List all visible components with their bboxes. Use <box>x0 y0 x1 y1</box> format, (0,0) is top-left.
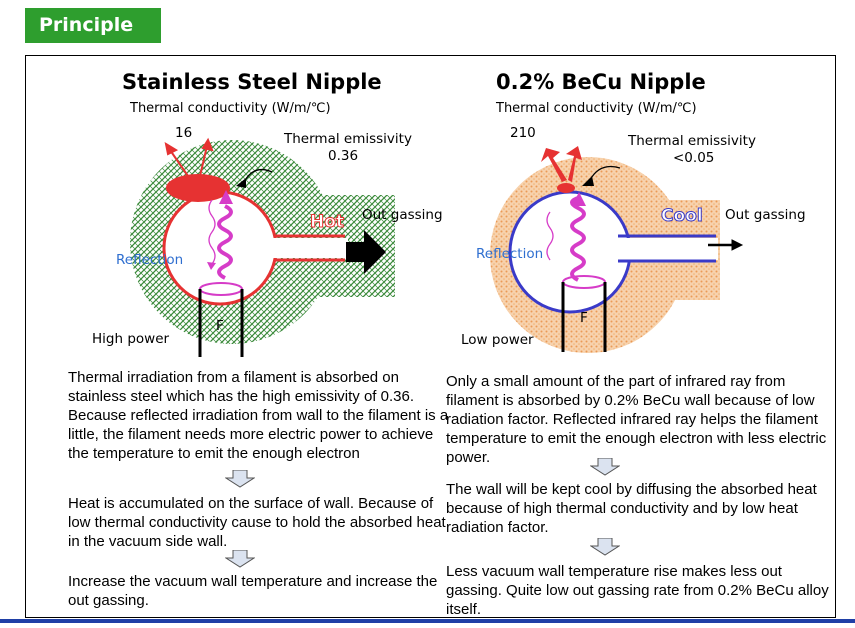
principle-badge: Principle <box>25 8 161 43</box>
steel-hot-spot <box>166 174 230 202</box>
steel-emissivity-value: 0.36 <box>328 148 359 164</box>
steel-outgassing-label: Out gassing <box>362 207 443 223</box>
steel-emission-arrows <box>164 137 214 177</box>
becu-outgassing-arrow <box>708 239 744 251</box>
becu-emission-arrows <box>541 146 582 182</box>
becu-chamber <box>508 190 718 314</box>
becu-nipple-diagram <box>490 146 744 353</box>
steel-power-label: High power <box>92 331 170 347</box>
becu-emissivity-label: Thermal emissivity <box>628 133 756 149</box>
becu-wall-outline <box>618 234 716 263</box>
becu-reflection-label: Reflection <box>476 246 544 262</box>
steel-paragraph-1: Thermal irradiation from a filament is a… <box>68 369 449 462</box>
steel-emissivity-label: Thermal emissivity <box>284 131 412 147</box>
becu-down-arrow-2 <box>590 538 620 556</box>
steel-reflection-wave <box>208 199 216 265</box>
steel-reflection-label: Reflection <box>116 252 184 268</box>
steel-filament <box>198 282 244 357</box>
steel-paragraph-2: Heat is accumulated on the surface of wa… <box>68 495 446 550</box>
becu-cool-label: Cool <box>661 206 704 227</box>
becu-power-label: Low power <box>461 332 534 348</box>
becu-outgassing-label: Out gassing <box>725 207 806 223</box>
becu-paragraph-2: The wall will be kept cool by diffusing … <box>446 481 817 536</box>
becu-down-arrow-1 <box>590 458 620 476</box>
bottom-rule <box>0 619 855 623</box>
steel-down-arrow-1 <box>225 470 255 488</box>
becu-title: 0.2% BeCu Nipple <box>496 70 706 94</box>
steel-ir-wave <box>217 204 233 280</box>
steel-wall-outline <box>265 234 345 262</box>
steel-outgassing-arrow <box>346 230 386 274</box>
becu-emissivity-value: <0.05 <box>673 150 715 166</box>
steel-down-arrow-2 <box>225 550 255 568</box>
steel-conductivity-label: Thermal conductivity (W/m/℃) <box>130 101 331 116</box>
becu-filament-label: F <box>580 310 588 326</box>
steel-conductivity-value: 16 <box>175 125 193 141</box>
steel-paragraph-3: Increase the vacuum wall temperature and… <box>68 573 438 609</box>
becu-hot-spot <box>557 183 575 193</box>
steel-nipple-diagram <box>130 137 395 357</box>
steel-hot-label: Hot <box>309 212 345 233</box>
becu-paragraph-1: Only a small amount of the part of infra… <box>446 373 827 466</box>
becu-conductivity-value: 210 <box>510 125 536 141</box>
becu-conductivity-label: Thermal conductivity (W/m/℃) <box>496 101 697 116</box>
becu-filament <box>561 275 607 352</box>
becu-ir-wave <box>570 196 586 282</box>
content-frame <box>25 55 836 618</box>
steel-title: Stainless Steel Nipple <box>122 70 382 94</box>
becu-reflection-wave <box>546 211 554 261</box>
becu-paragraph-3: Less vacuum wall temperature rise makes … <box>446 563 829 618</box>
steel-filament-label: F <box>216 318 224 334</box>
